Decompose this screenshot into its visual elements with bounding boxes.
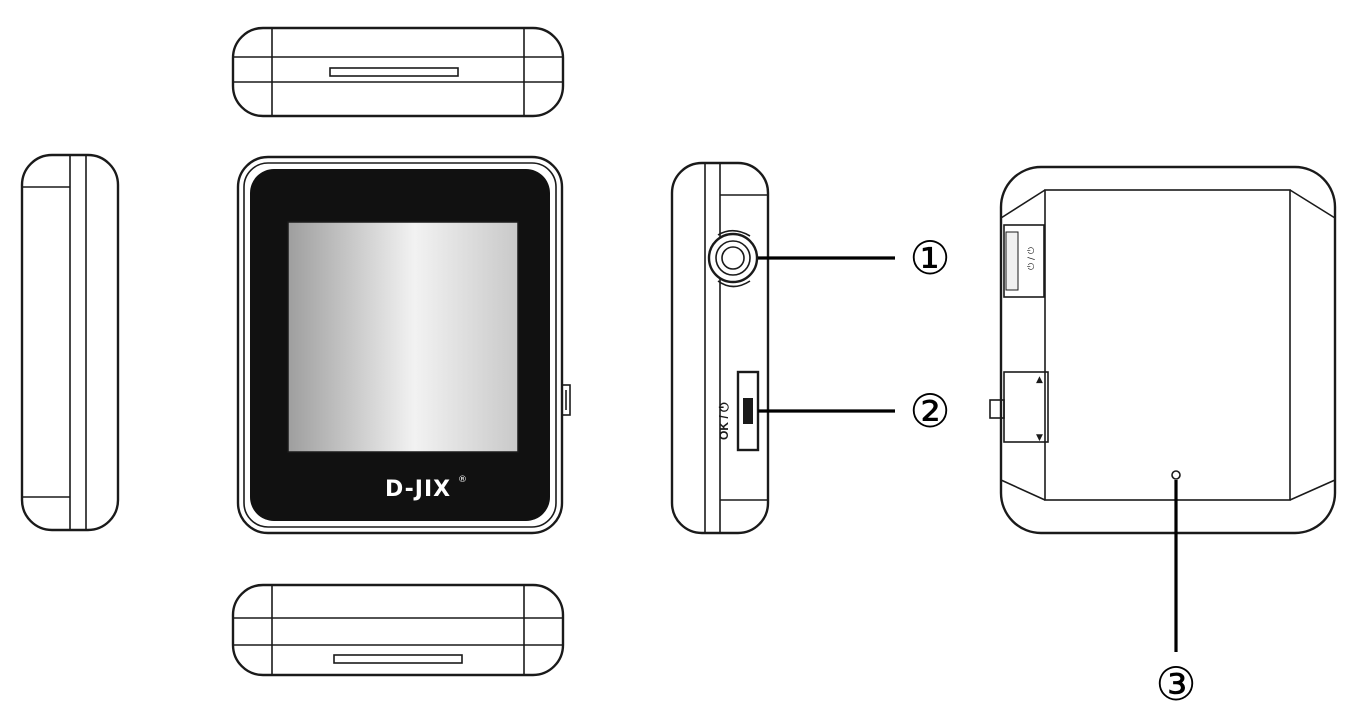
reset-hole (1171, 470, 1181, 480)
callout-3: ③ (1155, 480, 1197, 711)
top-view (231, 26, 565, 118)
back-view: ⏻ / ⏻ ▲ ▼ (989, 165, 1337, 535)
front-view: D-JIX ® (236, 155, 571, 535)
callout-1: ① (758, 231, 951, 285)
side-slider-nub (561, 384, 571, 416)
brand-registered-mark: ® (458, 475, 467, 485)
lcd-screen (287, 221, 519, 453)
bottom-port-slot (333, 654, 463, 664)
power-button-label: OK / ⏻ (717, 402, 731, 440)
back-switch-panel (1003, 224, 1045, 298)
brand-logo: D-JIX (385, 477, 451, 502)
callout-number-2: ② (909, 384, 950, 438)
right-side-view: OK / ⏻ (670, 161, 770, 535)
left-side-view (20, 153, 120, 532)
callout-2: ② (758, 384, 951, 438)
callout-number-1: ① (909, 231, 950, 285)
svg-text:⏻ / ⏻: ⏻ / ⏻ (1026, 247, 1037, 270)
callout-number-3: ③ (1155, 657, 1196, 711)
slider-up-arrow: ▲ (1036, 375, 1043, 385)
slider-down-arrow: ▼ (1036, 433, 1043, 443)
bottom-view (231, 583, 565, 677)
top-port-slot (329, 67, 459, 77)
